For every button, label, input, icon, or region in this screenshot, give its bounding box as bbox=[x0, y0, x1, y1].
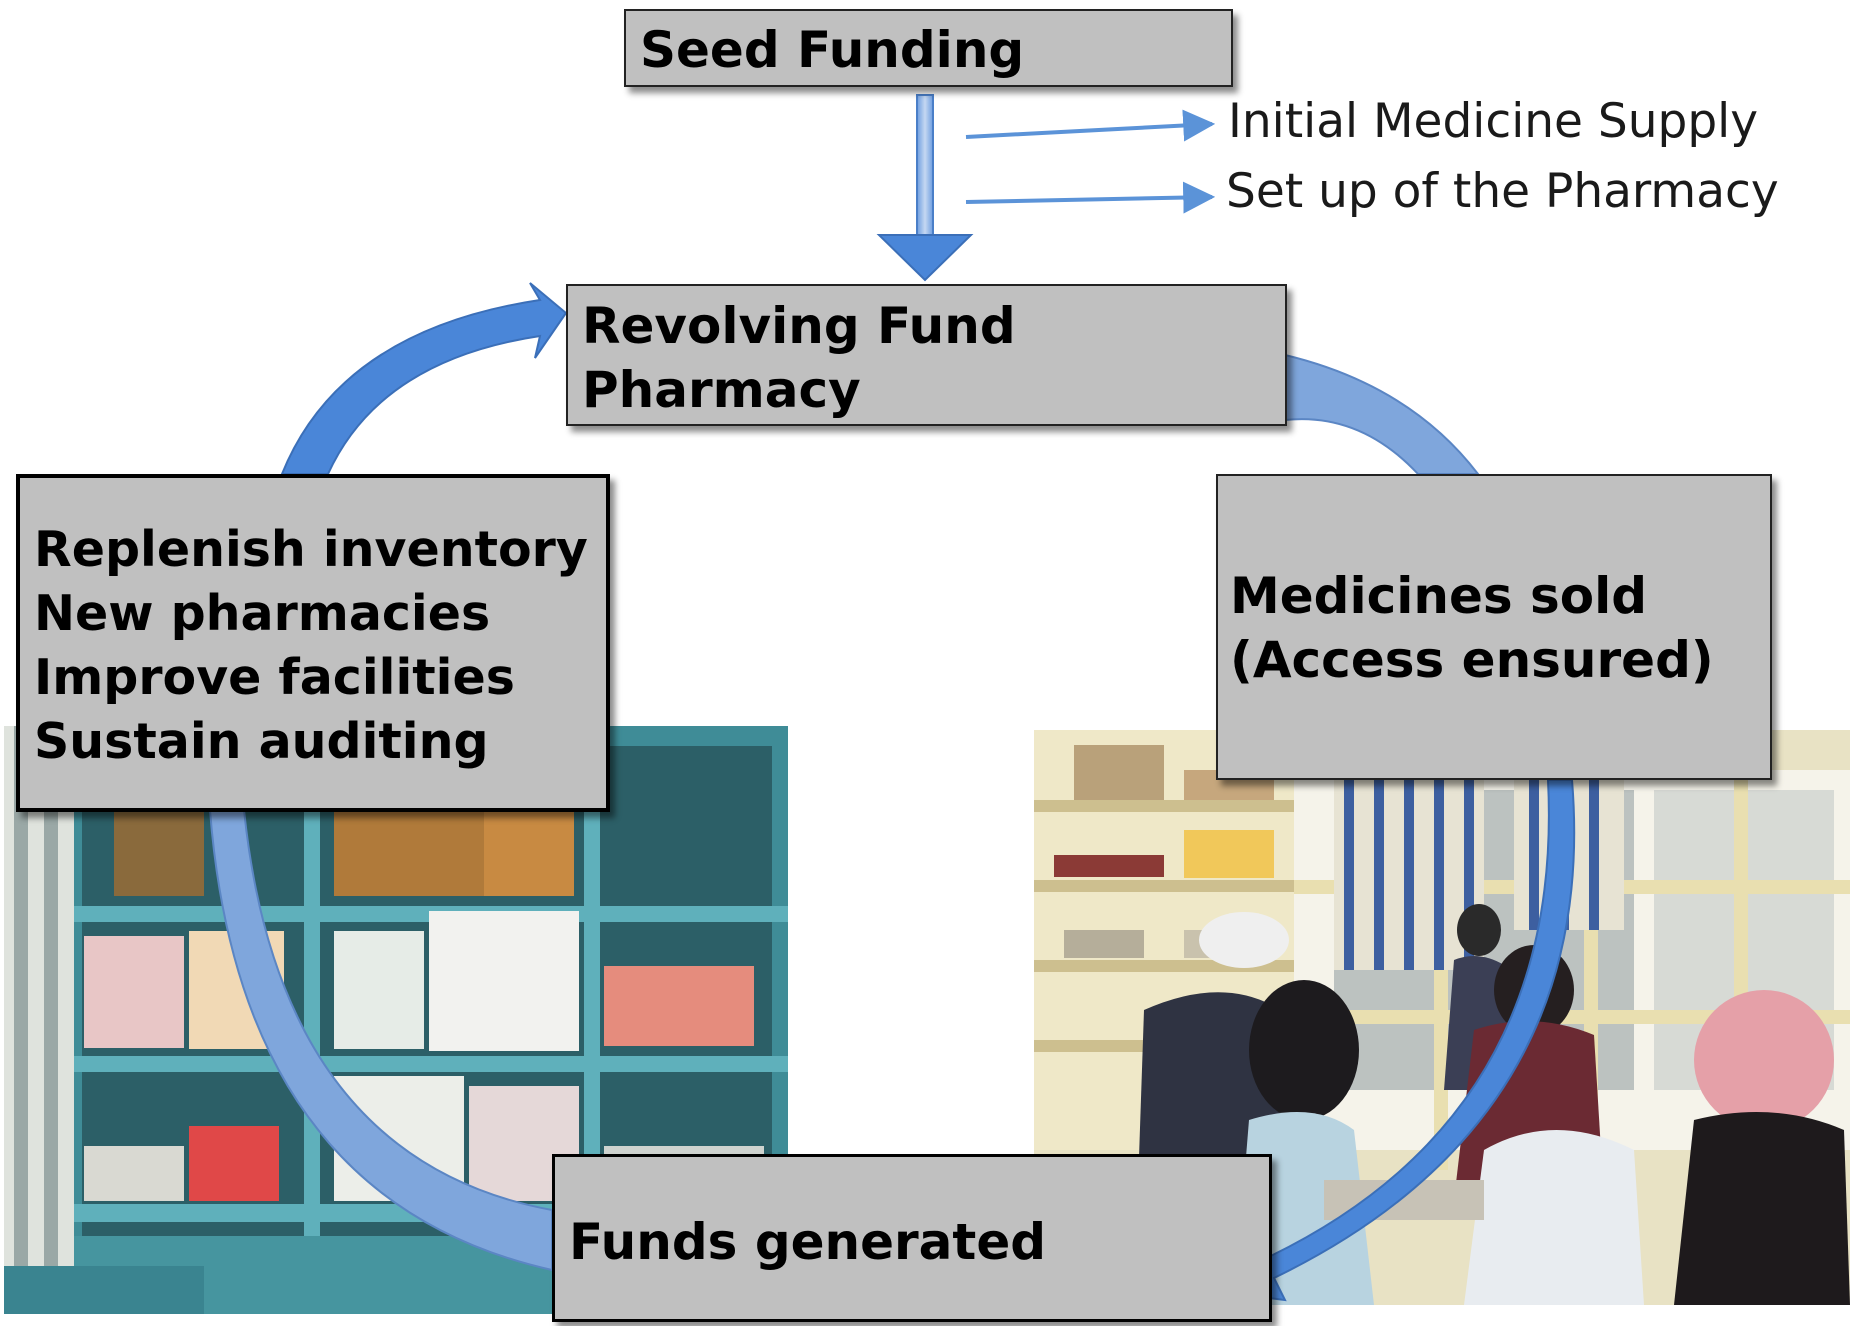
curved-arrow-to-revolving bbox=[280, 282, 568, 475]
revolving-fund-line-1: Revolving Fund bbox=[582, 297, 1016, 355]
seed-funding-label: Seed Funding bbox=[640, 21, 1025, 79]
reinvest-line-1: Replenish inventory bbox=[34, 521, 588, 578]
funds-generated-box: Funds generated bbox=[552, 1154, 1272, 1322]
reinvest-line-3: Improve facilities bbox=[34, 649, 515, 706]
medicines-sold-box: Medicines sold (Access ensured) bbox=[1216, 474, 1772, 780]
pharmacy-counter-photo bbox=[1034, 730, 1850, 1305]
medicines-sold-line-1: Medicines sold bbox=[1230, 567, 1648, 625]
funds-generated-label: Funds generated bbox=[569, 1213, 1047, 1271]
reinvest-line-4: Sustain auditing bbox=[34, 713, 489, 770]
curved-arrow-to-funds bbox=[1220, 779, 1576, 1302]
reinvest-box: Replenish inventory New pharmacies Impro… bbox=[16, 474, 610, 812]
reinvest-line-2: New pharmacies bbox=[34, 585, 491, 642]
revolving-fund-box: Revolving Fund Pharmacy bbox=[566, 284, 1287, 426]
seed-funding-box: Seed Funding bbox=[624, 9, 1233, 87]
curved-arrow-to-medicines bbox=[1284, 353, 1481, 475]
down-arrow bbox=[876, 94, 974, 282]
arrow-setup-pharmacy bbox=[965, 181, 1216, 214]
medicines-sold-line-2: (Access ensured) bbox=[1230, 631, 1714, 689]
initial-medicine-supply-label: Initial Medicine Supply bbox=[1228, 94, 1759, 149]
curved-arrow-to-reinvest bbox=[208, 809, 553, 1272]
setup-pharmacy-label: Set up of the Pharmacy bbox=[1226, 164, 1779, 219]
revolving-fund-line-2: Pharmacy bbox=[582, 361, 861, 419]
arrow-initial-supply bbox=[965, 109, 1216, 142]
